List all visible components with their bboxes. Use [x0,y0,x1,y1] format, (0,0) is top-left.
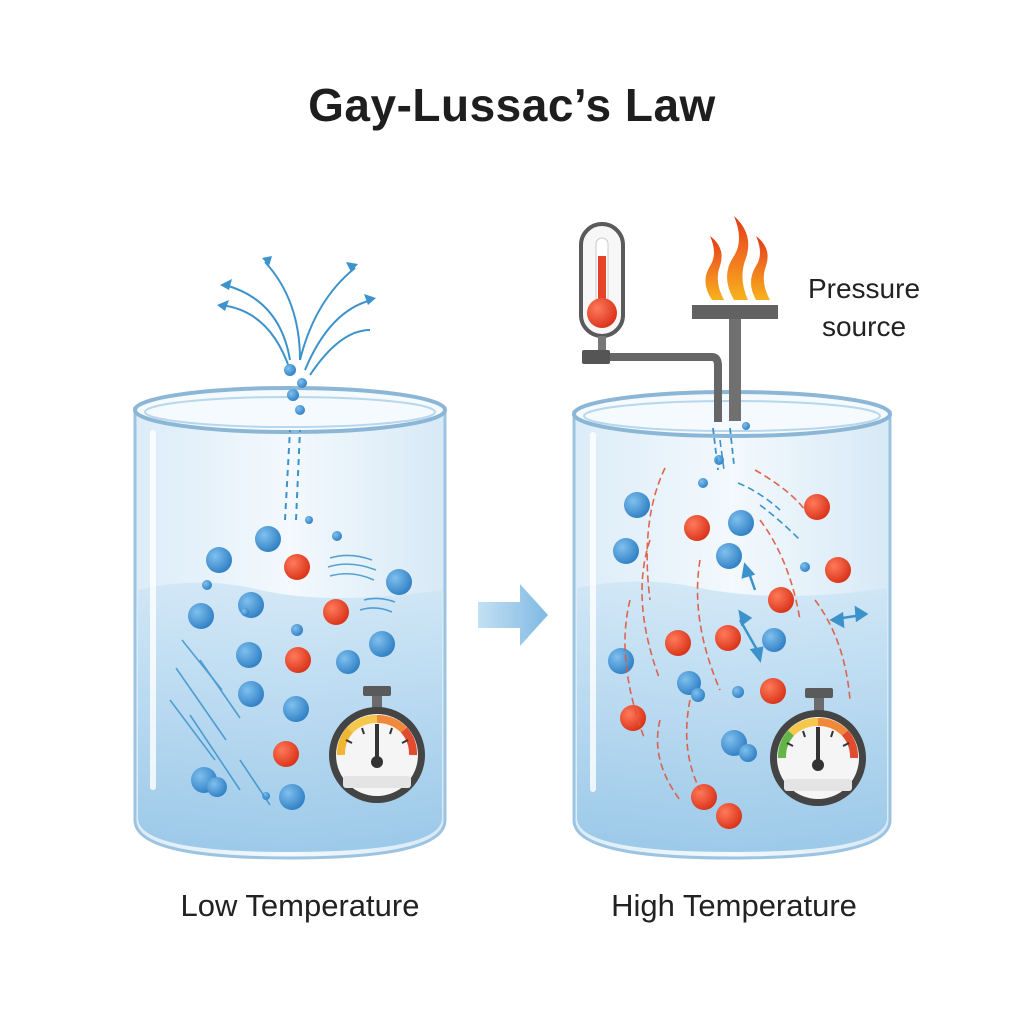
pressure-source-label-line2: source [784,308,944,346]
pressure-source-label-line1: Pressure [784,270,944,308]
pressure-source-label: Pressure source [784,270,944,346]
arrow-right-icon [478,584,548,646]
high-temperature-caption: High Temperature [554,888,914,924]
low-temperature-caption: Low Temperature [120,888,480,924]
stream-arrowheads [217,256,376,311]
flame-icon [705,216,770,300]
